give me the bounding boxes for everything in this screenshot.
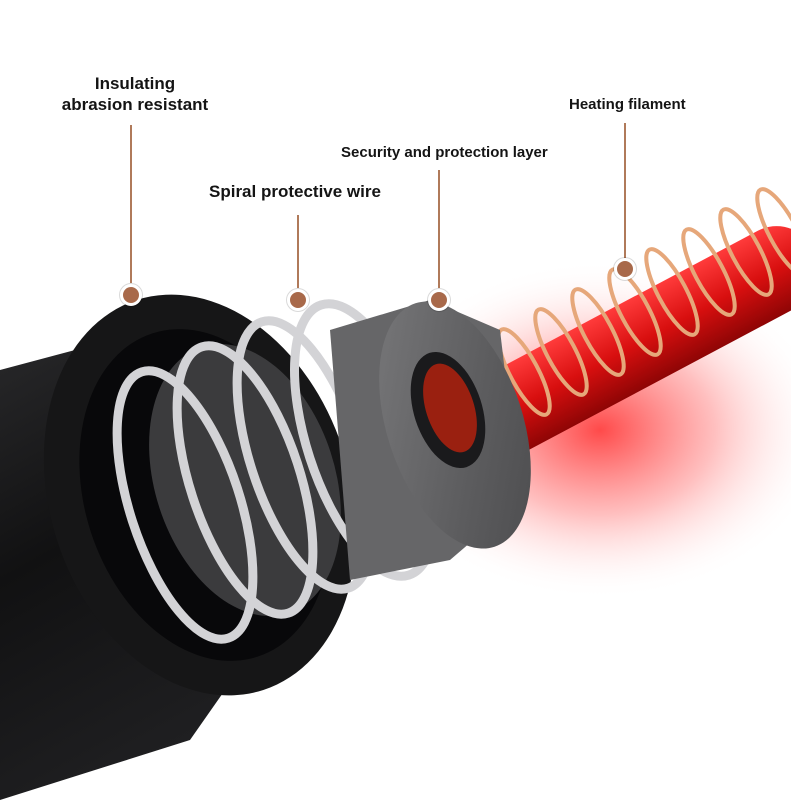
marker-heating — [614, 258, 636, 280]
label-insulating: Insulating abrasion resistant — [40, 73, 230, 116]
label-heating-filament: Heating filament — [569, 96, 686, 113]
marker-security — [428, 289, 450, 311]
leader-lines — [130, 123, 626, 288]
marker-insulating — [120, 284, 142, 306]
label-insulating-line2: abrasion resistant — [61, 95, 209, 115]
security-layer — [330, 300, 531, 580]
label-security-protection-layer: Security and protection layer — [341, 144, 548, 161]
label-spiral-protective-wire: Spiral protective wire — [209, 182, 381, 201]
marker-spiral — [287, 289, 309, 311]
label-insulating-line1: Insulating — [94, 74, 176, 93]
